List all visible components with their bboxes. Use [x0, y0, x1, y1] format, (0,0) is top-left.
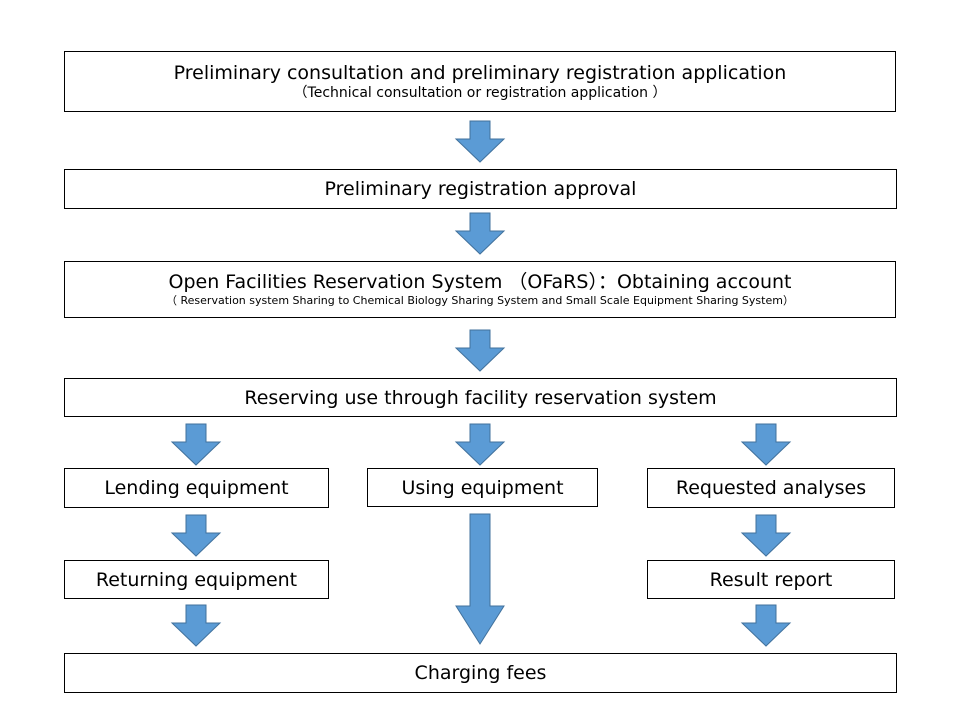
arrow-down-icon — [454, 120, 506, 163]
reserving-box: Reserving use through facility reservati… — [64, 378, 897, 417]
requested-box: Requested analyses — [647, 468, 895, 508]
approval-title: Preliminary registration approval — [324, 178, 637, 200]
requested-title: Requested analyses — [675, 477, 867, 499]
approval-box: Preliminary registration approval — [64, 169, 897, 209]
lending-box: Lending equipment — [64, 468, 329, 508]
result-box: Result report — [647, 560, 895, 599]
using-box: Using equipment — [367, 468, 598, 507]
returning-box: Returning equipment — [64, 560, 329, 599]
arrow-down-icon — [454, 329, 506, 372]
consultation-subtitle: （Technical consultation or registration … — [293, 84, 667, 101]
ofars-title: Open Facilities Reservation System （OFaR… — [168, 270, 792, 293]
consultation-title: Preliminary consultation and preliminary… — [173, 61, 787, 84]
lending-title: Lending equipment — [104, 477, 289, 499]
arrow-down-icon — [170, 514, 222, 557]
reserving-title: Reserving use through facility reservati… — [244, 386, 717, 409]
using-title: Using equipment — [401, 476, 564, 499]
result-title: Result report — [709, 568, 833, 591]
long-arrow-down-icon — [455, 513, 505, 645]
arrow-down-icon — [740, 604, 792, 647]
consultation-box: Preliminary consultation and preliminary… — [64, 51, 896, 112]
arrow-down-icon — [170, 423, 222, 466]
returning-title: Returning equipment — [95, 568, 298, 591]
ofars-box: Open Facilities Reservation System （OFaR… — [64, 261, 896, 318]
arrow-down-icon — [740, 423, 792, 466]
arrow-down-icon — [454, 212, 506, 255]
arrow-down-icon — [170, 604, 222, 647]
ofars-subtitle: （ Reservation system Sharing to Chemical… — [166, 293, 794, 307]
charging-box: Charging fees — [64, 653, 897, 693]
charging-title: Charging fees — [414, 662, 547, 684]
arrow-down-icon — [454, 423, 506, 466]
arrow-down-icon — [740, 514, 792, 557]
